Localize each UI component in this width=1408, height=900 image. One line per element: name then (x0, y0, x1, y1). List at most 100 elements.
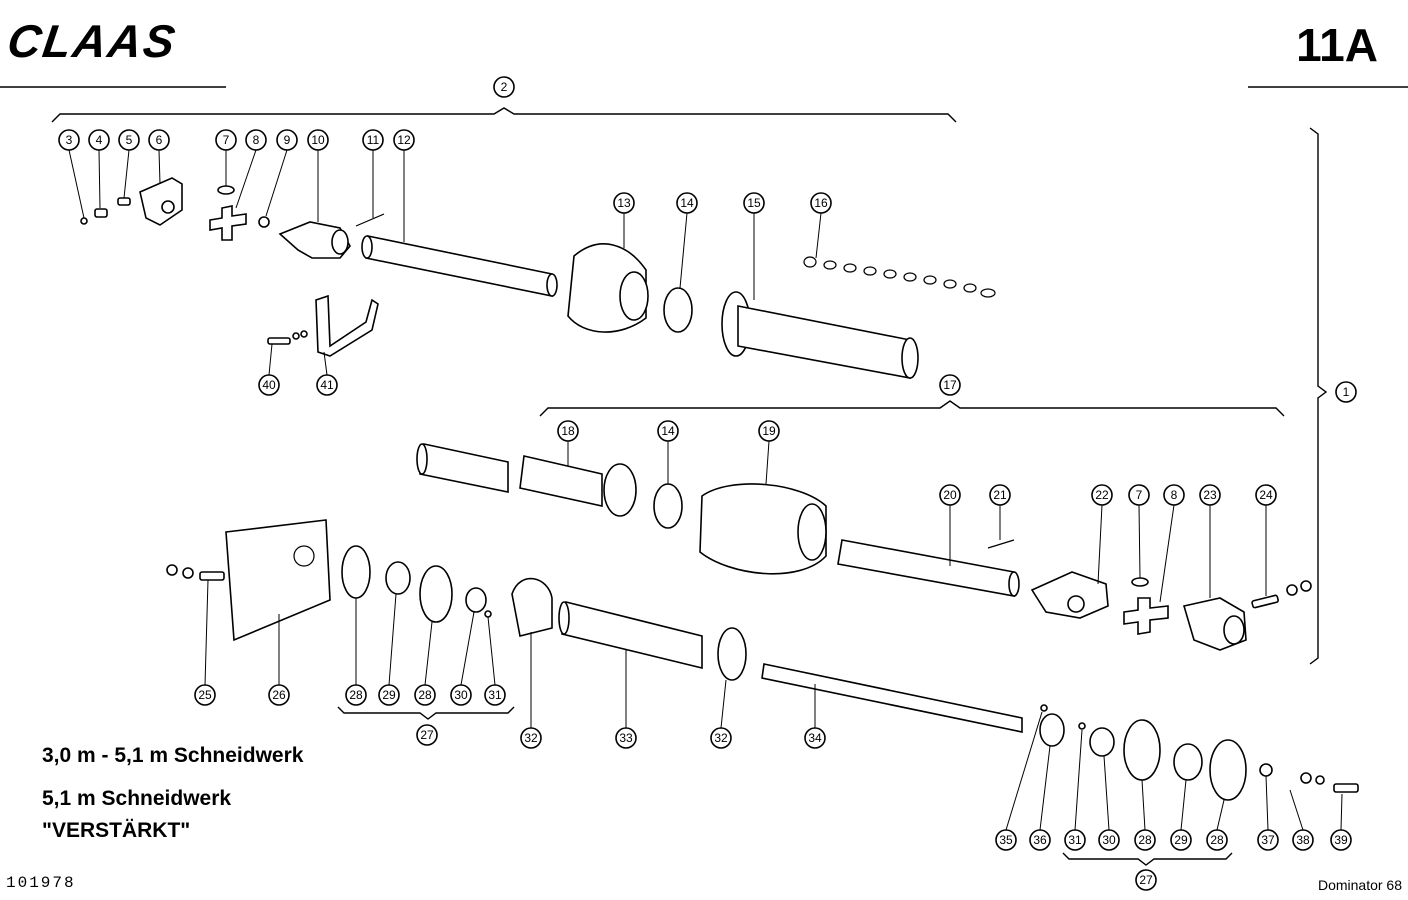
callout-34: 34 (804, 684, 826, 749)
part-14-ring-b (653, 483, 683, 529)
callout-14: 14 (676, 192, 698, 289)
svg-text:9: 9 (284, 133, 291, 147)
svg-text:30: 30 (1102, 833, 1116, 847)
svg-text:39: 39 (1334, 833, 1348, 847)
callout-10: 10 (307, 129, 329, 222)
callout-23: 23 (1199, 484, 1221, 598)
callout-20: 20 (939, 484, 961, 566)
callout-25: 25 (194, 579, 216, 706)
callout-9: 9 (265, 129, 298, 217)
part-5-bolt (117, 197, 131, 206)
group-brackets (51, 107, 1328, 866)
part-38-washer (1300, 772, 1312, 784)
part-4-spring (94, 208, 108, 218)
bracket-27-right (1062, 852, 1233, 866)
part-32-housing-b (717, 627, 747, 681)
part-12-tube (365, 235, 553, 297)
bracket-mid-17 (539, 400, 1285, 417)
svg-text:16: 16 (814, 196, 828, 210)
part-28-flange-c (1123, 719, 1161, 781)
callout-22: 22 (1091, 484, 1113, 585)
svg-text:7: 7 (223, 133, 230, 147)
callout-28-d: 28 (1206, 799, 1228, 851)
svg-text:5: 5 (126, 133, 133, 147)
svg-text:28: 28 (349, 688, 363, 702)
part-7-circlip-b (1131, 577, 1149, 587)
part-21-pin (987, 539, 1015, 549)
part-34-shaft (761, 663, 1023, 733)
svg-text:30: 30 (454, 688, 468, 702)
part-30-bush-b (1089, 727, 1115, 757)
svg-text:28: 28 (1210, 833, 1224, 847)
part-28-flange-a (341, 545, 371, 599)
svg-text:34: 34 (808, 731, 822, 745)
callout-4: 4 (88, 129, 110, 209)
svg-text:20: 20 (943, 488, 957, 502)
callout-31-b: 31 (1064, 729, 1086, 851)
svg-text:28: 28 (1138, 833, 1152, 847)
bracket-right-1 (1309, 127, 1328, 665)
part-25-bolt (199, 571, 225, 581)
part-35-pin (1040, 704, 1048, 712)
svg-text:2: 2 (501, 80, 508, 94)
part-32-housing-a (511, 577, 553, 637)
svg-text:15: 15 (747, 196, 761, 210)
callout-28-b: 28 (414, 621, 436, 706)
callout-39: 39 (1330, 793, 1352, 851)
svg-text:35: 35 (999, 833, 1013, 847)
part-39-bolt (1333, 783, 1359, 793)
part-9-nipple (258, 216, 270, 228)
part-14-ring (663, 287, 693, 333)
svg-text:27: 27 (420, 728, 434, 742)
svg-text:14: 14 (680, 196, 694, 210)
part-tube-left (419, 443, 509, 493)
svg-text:4: 4 (96, 133, 103, 147)
svg-text:3: 3 (66, 133, 73, 147)
document-number: 101978 (6, 874, 76, 892)
bottom-shaft-assembly (166, 519, 1359, 801)
svg-text:14: 14 (661, 424, 675, 438)
svg-text:6: 6 (156, 133, 163, 147)
part-15-tube (737, 305, 911, 379)
svg-text:1: 1 (1343, 385, 1350, 399)
callout-7: 7 (215, 129, 237, 186)
svg-text:23: 23 (1203, 488, 1217, 502)
caption-line-2: 5,1 m Schneidwerk (42, 787, 232, 810)
callout-37: 37 (1257, 775, 1279, 851)
callout-1: 1 (1335, 381, 1357, 403)
part-36-bearing (1039, 713, 1065, 747)
svg-text:13: 13 (617, 196, 631, 210)
svg-text:8: 8 (1171, 488, 1178, 502)
callout-8: 8 (235, 129, 267, 209)
callout-29-b: 29 (1170, 779, 1192, 851)
svg-text:10: 10 (311, 133, 325, 147)
svg-text:19: 19 (762, 424, 776, 438)
claas-logo: CLAAS (4, 15, 181, 67)
caption-line-1: 3,0 m - 5,1 m Schneidwerk (42, 744, 304, 767)
callout-30-b: 30 (1098, 755, 1120, 851)
svg-text:26: 26 (272, 688, 286, 702)
svg-text:33: 33 (619, 731, 633, 745)
callout-40: 40 (258, 343, 280, 396)
part-31-pin-b (1078, 722, 1086, 730)
callout-8-b: 8 (1159, 484, 1185, 603)
svg-text:37: 37 (1261, 833, 1275, 847)
page-code: 11A (1296, 19, 1378, 71)
callout-41: 41 (316, 351, 338, 396)
top-shaft-assembly (80, 177, 996, 379)
part-25-nut (166, 564, 178, 576)
bracket-top-2 (51, 107, 957, 123)
svg-text:41: 41 (320, 378, 334, 392)
bracket-27-left (337, 706, 515, 720)
callouts: 2 3 4 5 6 7 8 9 10 11 12 13 14 15 16 1 1… (58, 76, 1357, 891)
part-8-cross-b (1123, 597, 1169, 635)
callout-35: 35 (995, 711, 1043, 851)
middle-shaft-assembly (416, 443, 1312, 651)
part-29-bearing-b (1173, 743, 1203, 781)
svg-text:36: 36 (1033, 833, 1047, 847)
callout-14-b: 14 (657, 420, 679, 484)
part-8-cross (209, 205, 247, 241)
callout-27-b: 27 (1135, 869, 1157, 891)
svg-text:7: 7 (1136, 488, 1143, 502)
svg-text:28: 28 (418, 688, 432, 702)
